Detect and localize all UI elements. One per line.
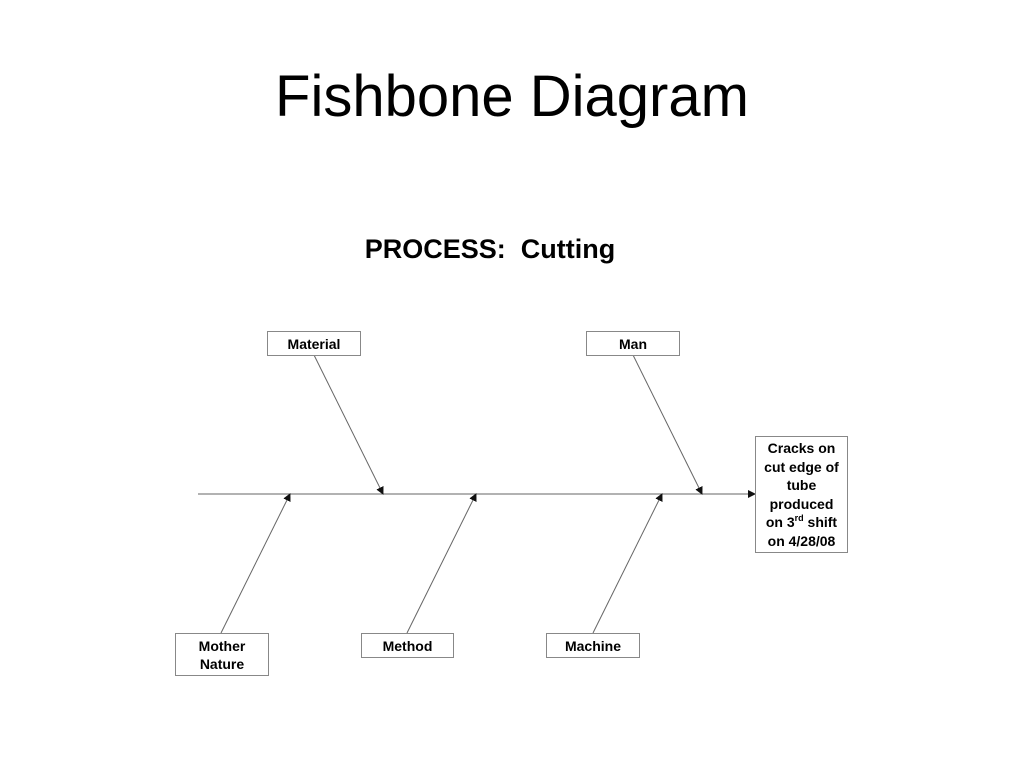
cause-mother-nature-label: Mother Nature (198, 637, 246, 672)
effect-line-5-sup: rd (794, 513, 804, 523)
effect-line-5-pre: on 3 (765, 514, 795, 530)
effect-line-4: produced (769, 495, 834, 512)
cause-material-box: Material (267, 331, 361, 356)
cause-material-label: Material (287, 335, 341, 352)
cause-method-box: Method (361, 633, 454, 658)
process-label: PROCESS: Cutting (364, 234, 616, 264)
effect-line-5-post: shift (803, 514, 838, 530)
bone-material (313, 354, 384, 495)
bone-man (632, 354, 703, 495)
effect-line-1: Cracks on (767, 440, 836, 456)
page-title: Fishbone Diagram (275, 64, 749, 129)
bone-machine (592, 493, 663, 634)
effect-line-5: on 3rd shift (756, 513, 847, 532)
cause-machine-label: Machine (564, 637, 621, 654)
bone-method (406, 493, 477, 634)
bone-mother-nature (220, 493, 291, 634)
cause-man-box: Man (586, 331, 680, 356)
cause-method-label: Method (382, 637, 433, 654)
effect-line-2: cut edge of (764, 458, 839, 475)
cause-man-label: Man (619, 335, 647, 352)
effect-box: Cracks on cut edge of tube produced on 3… (755, 436, 848, 553)
effect-line-6: on 4/28/08 (767, 532, 836, 549)
cause-mother-nature-box: Mother Nature (175, 633, 269, 676)
effect-line-3: tube (786, 477, 817, 493)
cause-machine-box: Machine (546, 633, 640, 658)
